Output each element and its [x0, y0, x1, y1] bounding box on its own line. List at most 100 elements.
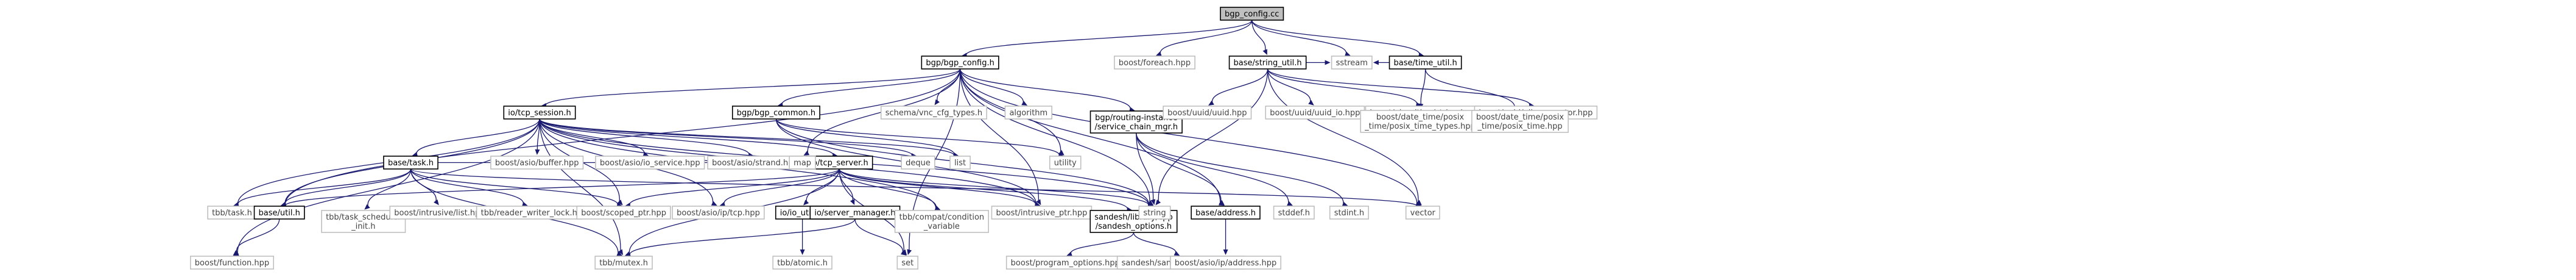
node-label: bgp/routing-instance [1095, 113, 1177, 123]
edge-tcpserver-to-condvar [839, 168, 937, 209]
node-vector[interactable]: vector [1405, 206, 1440, 220]
node-rwlock[interactable]: tbb/reader_writer_lock.h [476, 206, 582, 220]
node-intrusivelist[interactable]: boost/intrusive/list.hpp [389, 206, 490, 220]
edge-stringutil-to-nilgen [1267, 68, 1530, 106]
node-timeutil[interactable]: base/time_util.h [1388, 56, 1462, 70]
node-strand[interactable]: boost/asio/strand.hpp [707, 156, 803, 170]
node-uuidio[interactable]: boost/uuid/uuid_io.hpp [1265, 106, 1365, 120]
node-utility[interactable]: utility [1049, 156, 1082, 170]
node-label: _init.h [351, 222, 375, 231]
node-bgpcommon[interactable]: bgp/bgp_common.h [731, 106, 820, 120]
edge-tcpserver-to-scopedptr [629, 168, 840, 206]
edge-basetask-to-intrusivelist [410, 168, 437, 202]
node-root[interactable]: bgp_config.cc [1220, 7, 1284, 21]
edge-routinginstance-to-baseaddress [1136, 132, 1222, 203]
node-label: base/string_util.h [1234, 59, 1302, 68]
node-label: boost/uuid/uuid_io.hpp [1270, 109, 1360, 118]
node-vnccfg[interactable]: schema/vnc_cfg_types.h [880, 106, 987, 120]
node-baseaddress[interactable]: base/address.h [1191, 206, 1261, 220]
node-routinginstance[interactable]: bgp/routing-instance/service_chain_mgr.h [1089, 110, 1183, 134]
node-sstream[interactable]: sstream [1331, 56, 1373, 70]
arrowhead [850, 199, 855, 206]
node-box [949, 156, 971, 170]
node-label: boost/asio/buffer.hpp [495, 159, 579, 168]
node-box [1191, 206, 1261, 220]
node-stdint[interactable]: stdint.h [1329, 206, 1369, 220]
edge-baseutil-to-boostfunction [236, 218, 280, 253]
node-box [1331, 56, 1373, 70]
node-algorithm[interactable]: algorithm [1004, 106, 1053, 120]
node-tbbatomic[interactable]: tbb/atomic.h [772, 256, 832, 270]
edge-bgpconfigh-to-vector [959, 68, 1418, 205]
node-asiobuffer[interactable]: boost/asio/buffer.hpp [490, 156, 584, 170]
edge-bgpconfigh-to-tcpsession [545, 68, 961, 106]
node-tbbtask[interactable]: tbb/task.h [207, 206, 257, 220]
arrowhead [1066, 251, 1072, 257]
node-intrusiveptr[interactable]: boost/intrusive_ptr.hpp [991, 206, 1093, 220]
edge-tcpsession-to-boostfunction [237, 118, 540, 254]
node-condvar[interactable]: tbb/compat/condition_variable [894, 210, 989, 233]
node-label: boost/program_options.hpp [1011, 259, 1120, 268]
node-box [1388, 56, 1462, 70]
node-tbbmutex[interactable]: tbb/mutex.h [594, 256, 653, 270]
node-servermanager[interactable]: io/server_manager.h [809, 206, 901, 220]
edge-tcpsession-to-basetask [416, 118, 540, 155]
node-box [901, 156, 935, 170]
arrowhead [1262, 49, 1267, 56]
node-box [595, 156, 705, 170]
node-list[interactable]: list [949, 156, 971, 170]
node-label: tbb/task_scheduler [326, 213, 401, 222]
edge-basetask-to-vector [410, 168, 1417, 207]
node-deque[interactable]: deque [901, 156, 935, 170]
node-stddef[interactable]: stddef.h [1273, 206, 1315, 220]
node-string[interactable]: string [1138, 206, 1171, 220]
node-box [1471, 110, 1569, 133]
node-label: boost/function.hpp [195, 259, 269, 268]
node-scopedptr[interactable]: boost/scoped_ptr.hpp [576, 206, 671, 220]
node-box [383, 156, 438, 170]
node-tcpserver[interactable]: io/tcp_server.h [805, 156, 873, 170]
node-label: stddef.h [1278, 209, 1310, 218]
node-tcphpp[interactable]: boost/asio/ip/tcp.hpp [672, 206, 765, 220]
node-map[interactable]: map [789, 156, 816, 170]
node-label: tbb/mutex.h [599, 259, 648, 268]
node-box [731, 106, 820, 120]
edge-bgpconfigh-to-baseaddress [959, 68, 1221, 204]
arrowhead [803, 151, 810, 156]
node-label: boost/scoped_ptr.hpp [581, 209, 666, 218]
arrowhead [1036, 199, 1041, 206]
node-label: tbb/compat/condition [899, 213, 985, 222]
node-label: _time/posix_time_types.hpp [1364, 122, 1476, 131]
node-set[interactable]: set [896, 256, 919, 270]
edge-bgpconfigh-to-algorithm [959, 68, 1024, 104]
arrowhead [1416, 199, 1422, 206]
node-ioservice[interactable]: boost/asio/io_service.hpp [595, 156, 705, 170]
node-label: io/server_manager.h [814, 209, 895, 218]
node-tcpsession[interactable]: io/tcp_session.h [503, 106, 576, 120]
arrowhead [1287, 201, 1293, 206]
node-baseutil[interactable]: base/util.h [253, 206, 305, 220]
arrowhead [617, 199, 623, 206]
node-foreach[interactable]: boost/foreach.hpp [1114, 56, 1195, 70]
edge-basetask-to-rwlock [410, 168, 524, 205]
node-box [921, 56, 999, 70]
arrowhead [1373, 60, 1379, 65]
edge-sandesh-to-sandeshconstants [1133, 232, 1176, 254]
node-ipaddress[interactable]: boost/asio/ip/address.hpp [1170, 256, 1282, 270]
node-label: bgp/bgp_common.h [737, 109, 815, 118]
edge-stringutil-to-string [1158, 68, 1269, 202]
edge-bgpcommon-to-list [775, 118, 955, 156]
node-box [894, 210, 989, 233]
node-label: stdint.h [1334, 209, 1364, 218]
node-boostfunction[interactable]: boost/function.hpp [189, 256, 274, 270]
node-programoptions[interactable]: boost/program_options.hpp [1005, 256, 1125, 270]
node-posixtime[interactable]: boost/date_time/posix_time/posix_time.hp… [1471, 110, 1569, 133]
arrowhead [1308, 100, 1314, 106]
node-box [1163, 106, 1252, 120]
node-label: boost/uuid/uuid.hpp [1167, 109, 1247, 118]
node-uuid[interactable]: boost/uuid/uuid.hpp [1163, 106, 1252, 120]
node-bgpconfigh[interactable]: bgp/bgp_config.h [921, 56, 999, 70]
node-stringutil[interactable]: base/string_util.h [1228, 56, 1307, 70]
node-posixtypes[interactable]: boost/date_time/posix_time/posix_time_ty… [1360, 110, 1480, 133]
node-basetask[interactable]: base/task.h [383, 156, 438, 170]
